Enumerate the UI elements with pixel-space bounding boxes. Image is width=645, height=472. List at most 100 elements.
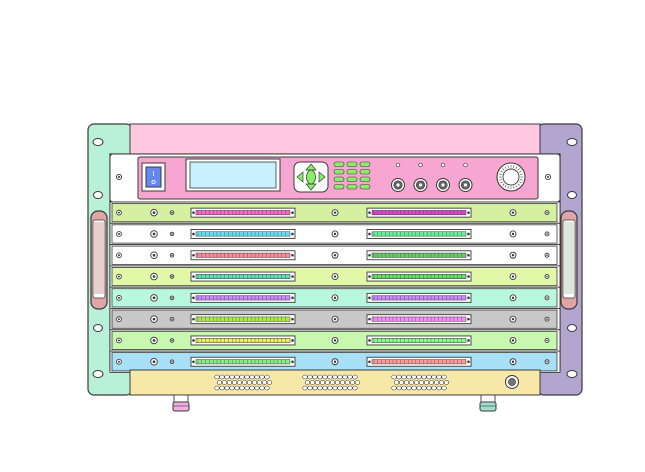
screw-slot <box>511 254 515 257</box>
connector-latch <box>467 211 470 214</box>
module-thumbscrew <box>509 273 517 280</box>
connector-latch <box>368 275 371 278</box>
vent-hole <box>219 374 225 380</box>
knob-center <box>441 183 445 187</box>
keypad-key <box>359 184 371 190</box>
vent-hole <box>349 380 356 385</box>
vent-hole <box>234 374 240 380</box>
handle-grip-shade <box>93 222 105 294</box>
vent-hole <box>214 385 220 391</box>
encoder-grip-tick <box>517 183 520 186</box>
keypad-key <box>333 169 345 175</box>
module-screw-small <box>544 231 550 237</box>
screw-slot <box>171 211 173 214</box>
screw-slot <box>152 253 156 257</box>
vent-hole <box>234 385 240 391</box>
screw-slot <box>152 275 156 278</box>
screw-slot <box>118 339 120 342</box>
vent-hole <box>259 374 265 380</box>
connector-latch <box>368 232 371 236</box>
module-thumbscrew <box>509 230 517 238</box>
connector-strip <box>366 292 472 303</box>
screw-slot <box>118 211 120 214</box>
encoder-grip-tick <box>519 170 522 173</box>
connector-contacts <box>371 210 467 216</box>
vent-hole <box>416 385 422 391</box>
connector-latch <box>192 317 195 321</box>
vent-hole <box>224 385 230 391</box>
encoder-cap <box>502 168 520 186</box>
ear-mount-hole <box>92 138 104 146</box>
vent-hole <box>254 385 260 391</box>
module-screw-small <box>544 252 550 258</box>
connector-contacts <box>371 274 467 280</box>
vent-hole <box>324 380 331 385</box>
vent-hole <box>322 385 328 391</box>
vent-hole <box>421 385 427 391</box>
vent-hole <box>314 380 321 385</box>
encoder-grip-tick <box>504 166 507 169</box>
module-thumbscrew <box>150 251 158 259</box>
connector-latch <box>291 211 294 214</box>
right-handle <box>560 210 578 310</box>
vent-hole <box>319 380 326 385</box>
connector-strip <box>366 356 472 367</box>
screw-slot <box>546 339 548 342</box>
vent-hole <box>329 380 336 385</box>
encoder-grip-tick <box>520 173 523 175</box>
connector-strip <box>366 271 472 282</box>
encoder-grip-tick <box>507 165 509 168</box>
module-thumbscrew <box>331 273 339 280</box>
screw-slot <box>152 360 156 364</box>
connector-latch <box>291 339 294 342</box>
power-switch-label: I <box>152 170 154 178</box>
ear-mount-hole <box>567 324 577 332</box>
vent-hole <box>309 380 316 385</box>
encoder-grip-tick <box>499 173 502 175</box>
screw-slot <box>511 339 515 342</box>
module-thumbscrew <box>509 358 517 366</box>
encoder-grip-tick <box>515 166 518 169</box>
module-screw <box>116 273 122 280</box>
module-thumbscrew <box>150 230 158 238</box>
screw-slot <box>118 254 120 257</box>
screw-slot <box>152 339 156 342</box>
connector-latch <box>368 339 371 342</box>
vent-hole <box>337 385 343 391</box>
vent-hole <box>344 380 351 385</box>
screw-slot <box>171 339 173 342</box>
screw-slot <box>117 175 121 179</box>
module-screw-small <box>544 316 550 322</box>
vent-hole <box>229 385 235 391</box>
module-screw <box>116 316 122 323</box>
screw-slot <box>333 339 337 342</box>
encoder-grip-tick <box>513 165 515 168</box>
vent-hole <box>239 385 245 391</box>
module-stack <box>109 201 561 373</box>
vent-hole <box>339 380 346 385</box>
module-thumbscrew <box>150 208 158 217</box>
vent-hole <box>396 374 402 380</box>
screw-slot <box>333 317 337 321</box>
vent-hole <box>438 380 445 385</box>
vent-hole <box>416 374 422 380</box>
screw-slot <box>152 296 156 300</box>
ear-mount-hole <box>92 370 104 378</box>
vent-hole <box>433 380 440 385</box>
screw-slot <box>511 296 515 300</box>
foot-pad <box>479 401 497 412</box>
module-thumbscrew <box>331 358 339 366</box>
connector-contacts <box>195 231 291 237</box>
vent-hole <box>403 380 410 385</box>
vent-hole <box>216 380 223 385</box>
screw-slot <box>171 233 173 235</box>
screw-slot <box>511 360 515 363</box>
module-thumbscrew <box>150 294 158 302</box>
connector-contacts <box>195 295 291 301</box>
connector-latch <box>291 296 294 300</box>
feet <box>172 394 497 412</box>
module-screw-small <box>169 252 175 258</box>
connector-latch <box>368 360 371 364</box>
vent-hole <box>312 374 318 380</box>
